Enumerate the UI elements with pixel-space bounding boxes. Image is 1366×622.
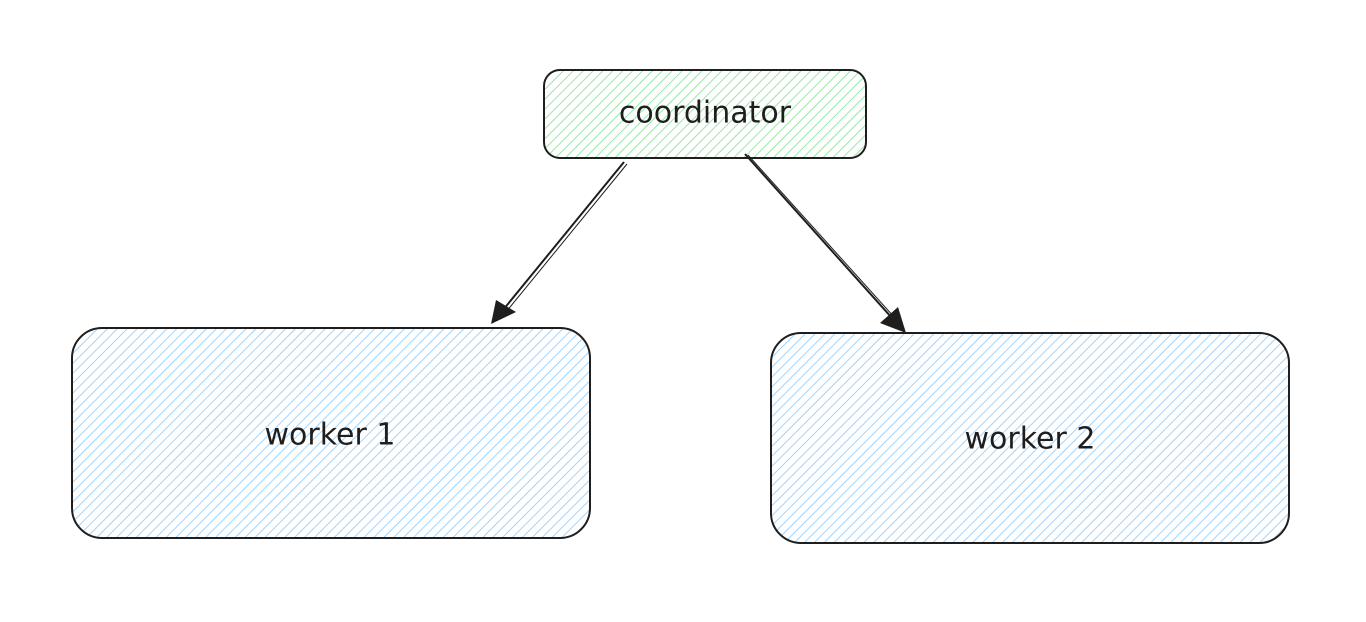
edge-line-sketch: [505, 163, 628, 313]
worker-1-box: [71, 327, 591, 539]
edge-line: [744, 153, 893, 319]
coordinator-label: coordinator: [619, 96, 792, 131]
worker-1-label: worker 1: [265, 418, 396, 453]
worker-2-box: [770, 332, 1290, 544]
coordinator-node: coordinator: [543, 69, 867, 159]
coordinator-box: [543, 69, 867, 159]
edge-coordinator-to-worker-2: [744, 153, 906, 333]
edge-line-sketch: [747, 154, 896, 319]
arrowhead-icon: [880, 307, 906, 333]
edge-line: [502, 161, 625, 311]
edge-coordinator-to-worker-1: [491, 161, 628, 324]
arrowhead-icon: [491, 300, 516, 324]
worker-2-node: worker 2: [770, 332, 1290, 544]
worker-2-label: worker 2: [965, 422, 1096, 457]
worker-1-node: worker 1: [71, 327, 591, 539]
